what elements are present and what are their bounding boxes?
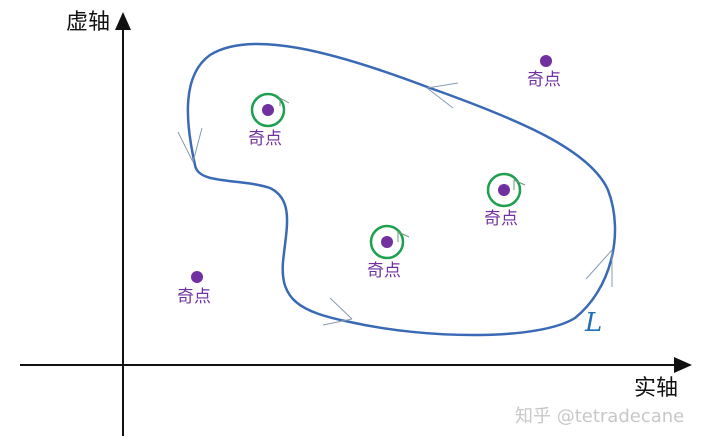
contour-label: L bbox=[585, 308, 603, 338]
watermark: 知乎 @tetradecane bbox=[515, 406, 685, 427]
singular-point-label: 奇点 bbox=[367, 261, 401, 281]
direction-arrow-icon bbox=[426, 82, 459, 109]
y-axis-label: 虚轴 bbox=[66, 10, 111, 35]
singular-point-3 bbox=[486, 172, 526, 208]
contour-curve-L bbox=[186, 42, 617, 337]
singular-point-5 bbox=[191, 271, 203, 283]
singular-point-label: 奇点 bbox=[527, 70, 561, 90]
singular-point-label: 奇点 bbox=[248, 129, 282, 149]
singular-point-4 bbox=[369, 224, 410, 260]
singular-point-2 bbox=[540, 55, 552, 67]
direction-arrow-icon bbox=[322, 297, 353, 326]
direction-arrow-icon bbox=[585, 249, 613, 287]
x-axis-label: 实轴 bbox=[634, 376, 679, 401]
singular-point-1 bbox=[250, 92, 290, 128]
singular-point-label: 奇点 bbox=[484, 209, 518, 229]
direction-arrow-icon bbox=[177, 127, 203, 163]
singular-point-label: 奇点 bbox=[177, 287, 211, 307]
